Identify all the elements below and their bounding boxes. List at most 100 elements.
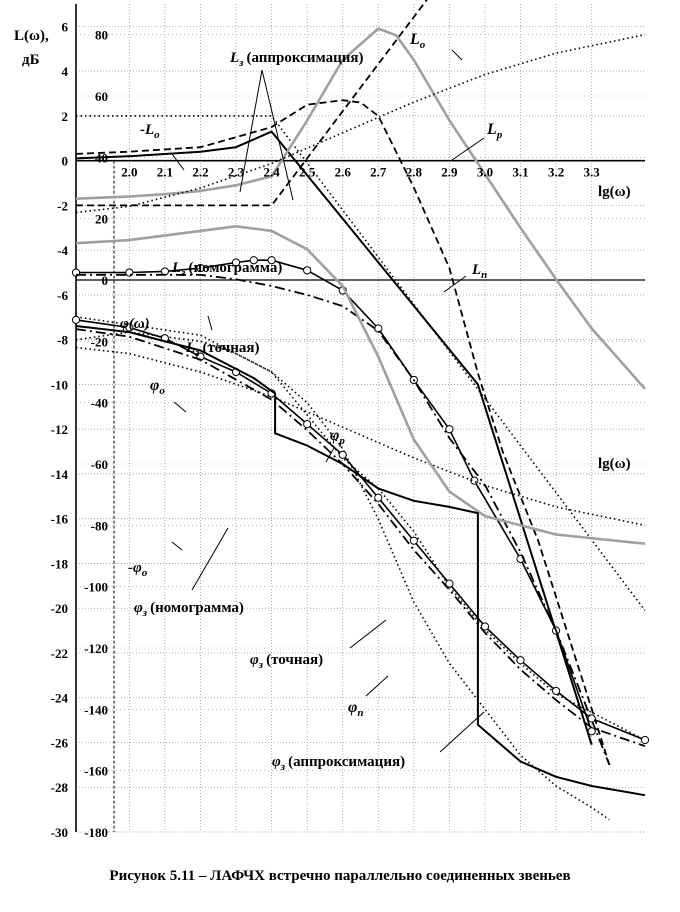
y-tick-label: -26 [51, 735, 69, 750]
series-line [75, 99, 611, 766]
x-tick-label: 3.3 [584, 165, 601, 180]
y-tick-label: -22 [51, 646, 68, 661]
y-tick-label: -14 [51, 467, 69, 482]
series-line [75, 331, 610, 821]
annotations: L(ω), дБ lg(ω) lg(ω) Lo Lз(аппроксимация… [14, 28, 631, 773]
series-- [75, 331, 610, 821]
label-phi3-approx: φз(аппроксимация) [272, 754, 405, 773]
series--о [75, 346, 646, 527]
phi-tick-label: -100 [84, 580, 108, 595]
series-lo [76, 0, 428, 207]
phi-tick-label: 60 [95, 89, 108, 104]
y-axis-label-line2: дБ [22, 52, 40, 68]
phi-tick-label: -180 [84, 825, 108, 840]
data-point [516, 656, 525, 665]
label-phi-w: φ(ω) [120, 316, 150, 332]
label-phi0: φo [150, 377, 165, 397]
y-tick-label: -4 [57, 243, 68, 258]
series--lo [76, 115, 646, 611]
phi-tick-label: 40 [95, 150, 108, 165]
data-point [303, 266, 312, 275]
series-lз-номограмма- [71, 256, 596, 736]
data-point [374, 324, 383, 333]
data-point [374, 493, 383, 502]
data-point [445, 579, 454, 588]
series--п [75, 316, 646, 741]
series-line [75, 27, 646, 390]
x-tick-label: 3.2 [548, 165, 564, 180]
phi-tick-label: 20 [95, 212, 108, 227]
series-line [75, 328, 646, 747]
y-tick-label: -28 [51, 780, 69, 795]
phi-tick-label: -40 [91, 396, 108, 411]
x-tick-label: 2.8 [406, 165, 423, 180]
data-point [231, 258, 241, 267]
series--з-точная- [75, 328, 646, 747]
label-L3-nomo: Lз(номограмма) [171, 260, 282, 279]
y-tick-label: 4 [62, 64, 69, 79]
x-tick-label: 2.5 [299, 165, 316, 180]
tick-labels: 6420-2-4-6-8-10-12-14-16-18-20-22-24-26-… [51, 19, 601, 840]
x-tick-label: 2.7 [370, 165, 387, 180]
series-line [75, 130, 593, 746]
data-point [587, 727, 596, 736]
series--о [75, 33, 646, 214]
series-line [75, 319, 646, 741]
x-tick-label: 2.1 [157, 165, 173, 180]
y-tick-label: -12 [51, 422, 68, 437]
x-tick-label: 2.9 [441, 165, 458, 180]
series-line [76, 0, 428, 207]
series-line [75, 33, 646, 214]
series-line [75, 316, 646, 741]
phi-tick-label: -20 [91, 334, 108, 349]
x-tick-label: 2.6 [335, 165, 352, 180]
phi-tick-label: -80 [91, 518, 108, 533]
data-point [480, 622, 490, 631]
series-lр [75, 27, 646, 390]
series-line [76, 115, 646, 611]
y-tick-label: -30 [51, 825, 68, 840]
data-point [445, 425, 454, 434]
x-tick-label: 3.0 [477, 165, 493, 180]
y-tick-label: -10 [51, 377, 68, 392]
data-point [551, 686, 561, 696]
y-tick-label: -8 [57, 333, 68, 348]
data-point [303, 420, 312, 429]
data-point [196, 263, 205, 273]
leader-lines [171, 49, 485, 753]
label-Lp: Lp [486, 121, 503, 141]
series-lз-аппроксимация- [75, 130, 593, 746]
label-phip: φp [330, 427, 345, 447]
curves [71, 0, 650, 821]
x-tick-label: 3.1 [512, 165, 528, 180]
label-minus-L0: -Lo [140, 122, 160, 141]
series-line [75, 225, 646, 545]
label-phi3-nomo: φз(номограмма) [134, 600, 244, 619]
y-tick-label: -16 [51, 512, 69, 527]
x-axis-label: lg(ω) [598, 184, 631, 200]
x-tick-label: 2.0 [121, 165, 137, 180]
label-phi3-exact: φз(точная) [250, 652, 323, 671]
label-phin: φп [348, 699, 363, 719]
series-lз-точная- [76, 273, 611, 766]
x-tick-label: 2.4 [263, 165, 280, 180]
phi-tick-label: 0 [102, 273, 109, 288]
label-L0-top: Lo [409, 31, 426, 51]
y-tick-label: -2 [57, 198, 68, 213]
series--р [75, 225, 646, 545]
x-tick-label: 2.3 [228, 165, 245, 180]
data-point [249, 256, 258, 265]
series-line [76, 259, 593, 732]
data-point [409, 536, 418, 545]
phi-tick-label: 80 [95, 28, 108, 43]
data-point [267, 256, 276, 265]
phi-tick-label: -120 [84, 641, 108, 656]
y-axis-label-line1: L(ω), [14, 28, 49, 44]
series-lп [75, 99, 611, 766]
y-tick-label: 2 [62, 109, 69, 124]
data-point [71, 315, 81, 324]
series-line [75, 325, 646, 797]
label-L3-approx: Lз(аппроксимация) [229, 50, 363, 69]
data-point [338, 450, 347, 459]
x-tick-label: 2.2 [192, 165, 208, 180]
